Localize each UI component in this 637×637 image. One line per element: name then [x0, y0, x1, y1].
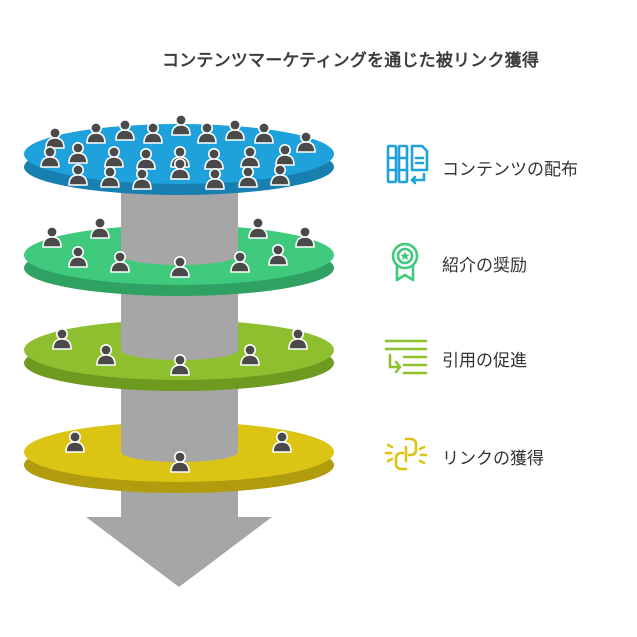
down-arrow [86, 468, 272, 587]
diagram-title: コンテンツマーケティングを通じた被リンク獲得 [162, 51, 540, 71]
referral-badge-icon [384, 238, 430, 288]
legend-item-referral-encouragement: 紹介の奨励 [384, 238, 527, 288]
chain-link-icon [384, 431, 430, 481]
legend-label-content-distribution: コンテンツの配布 [442, 159, 578, 180]
legend-item-link-acquisition: リンクの獲得 [384, 431, 544, 481]
legend-item-citation-promotion: 引用の促進 [384, 333, 527, 383]
legend-label-link-acquisition: リンクの獲得 [442, 448, 544, 469]
legend-label-citation-promotion: 引用の促進 [442, 350, 527, 371]
citation-list-icon [384, 333, 430, 383]
content-distribution-icon [384, 142, 430, 192]
legend-label-referral-encouragement: 紹介の奨励 [442, 255, 527, 276]
legend-item-content-distribution: コンテンツの配布 [384, 142, 578, 192]
